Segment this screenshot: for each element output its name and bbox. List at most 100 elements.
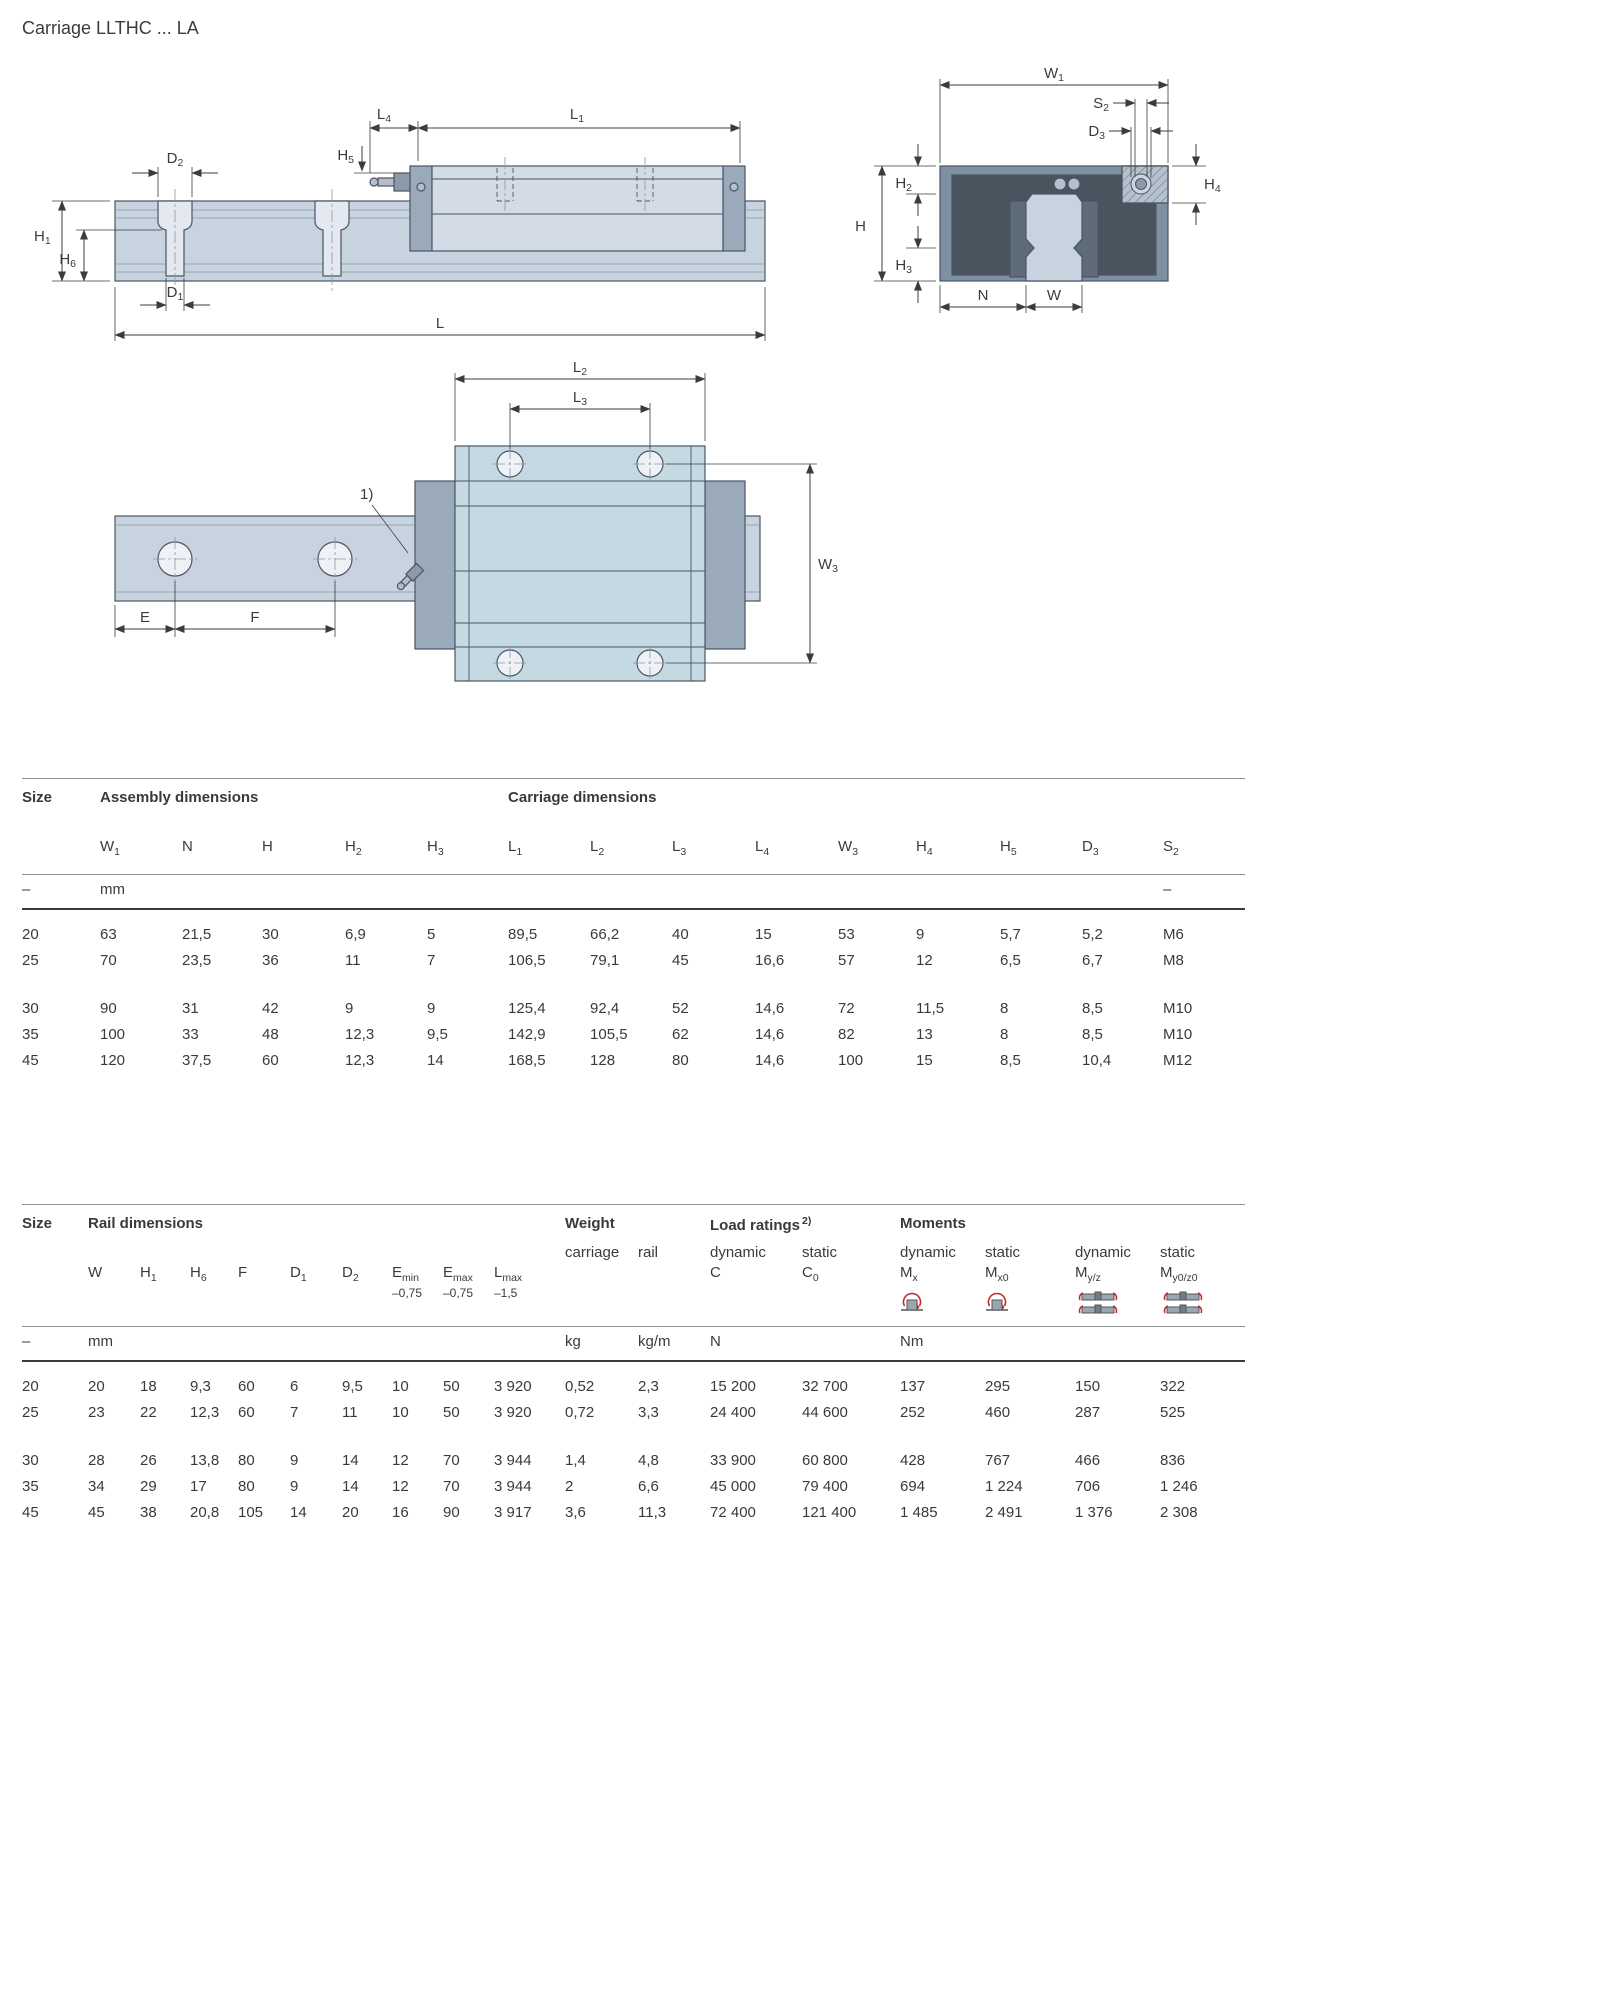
top-stud-icon bbox=[1053, 177, 1067, 191]
value-cell: 24 400 bbox=[710, 1404, 756, 1421]
value-cell: 32 700 bbox=[802, 1378, 848, 1395]
value-cell: 21,5 bbox=[182, 926, 212, 943]
value-cell: 9 bbox=[427, 1000, 436, 1017]
grease-nipple-icon bbox=[369, 172, 411, 192]
dim-label-d1: D1 bbox=[167, 284, 184, 303]
value-cell: 31 bbox=[182, 1000, 199, 1017]
value-cell: 70 bbox=[100, 952, 117, 969]
sub-header-dynamic: dynamic bbox=[710, 1244, 766, 1261]
sub-header-static: static bbox=[802, 1244, 838, 1261]
value-cell: 706 bbox=[1075, 1478, 1101, 1495]
col-header-my0z0: My0/z0 bbox=[1160, 1264, 1198, 1284]
dim-label-w: W bbox=[1047, 287, 1062, 304]
value-cell: 5,2 bbox=[1082, 926, 1103, 943]
size-cell: 45 bbox=[22, 1504, 39, 1521]
value-cell: 120 bbox=[100, 1052, 126, 1069]
value-cell: 33 bbox=[182, 1026, 199, 1043]
moment-mx0-icon bbox=[985, 1290, 1009, 1317]
t2-tolerance-icon-row: –0,75 –0,75 –1,5 bbox=[22, 1284, 1245, 1327]
col-header-l4: L4 bbox=[755, 838, 770, 858]
technical-drawing: D2 L4 L1 H5 H1 H bbox=[34, 65, 1221, 682]
value-cell: 14 bbox=[290, 1504, 307, 1521]
value-cell: 2 491 bbox=[985, 1504, 1023, 1521]
unit-cell: Nm bbox=[900, 1326, 986, 1362]
unit-cell bbox=[262, 874, 345, 910]
value-cell: 60 bbox=[262, 1052, 279, 1069]
rail-weight-load-moments-table: Size Rail dimensions Weight Load ratings… bbox=[22, 1204, 1246, 1526]
value-cell: 79,1 bbox=[590, 952, 620, 969]
value-cell: 14 bbox=[342, 1452, 359, 1469]
value-cell: 1 224 bbox=[985, 1478, 1023, 1495]
dim-label-h: H bbox=[855, 218, 866, 235]
col-header-mx: Mx bbox=[900, 1264, 918, 1284]
value-cell: 45 000 bbox=[710, 1478, 756, 1495]
value-cell: 82 bbox=[838, 1026, 855, 1043]
value-cell: 80 bbox=[238, 1478, 255, 1495]
dim-label-l3: L3 bbox=[573, 389, 587, 408]
value-cell: 23,5 bbox=[182, 952, 212, 969]
col-header-l1: L1 bbox=[508, 838, 523, 858]
unit-cell: – bbox=[1163, 874, 1246, 910]
t1-units-row: –mm– bbox=[22, 874, 1246, 910]
value-cell: 2 bbox=[565, 1478, 574, 1495]
dim-label-f: F bbox=[250, 609, 259, 626]
value-cell: M6 bbox=[1163, 926, 1184, 943]
value-cell: 428 bbox=[900, 1452, 926, 1469]
value-cell: 72 bbox=[838, 1000, 855, 1017]
value-cell: 121 400 bbox=[802, 1504, 857, 1521]
value-cell: 14 bbox=[342, 1478, 359, 1495]
value-cell: M10 bbox=[1163, 1026, 1193, 1043]
size-cell: 30 bbox=[22, 1000, 39, 1017]
value-cell: 50 bbox=[443, 1378, 460, 1395]
value-cell: 9,3 bbox=[190, 1378, 211, 1395]
unit-cell: mm bbox=[88, 1326, 140, 1362]
carriage-bolt-hole bbox=[493, 646, 527, 680]
size-cell: 20 bbox=[22, 1378, 39, 1395]
col-header-d3: D3 bbox=[1082, 838, 1099, 858]
carriage-side bbox=[369, 157, 746, 252]
unit-cell bbox=[916, 874, 1001, 910]
value-cell: 15 bbox=[916, 1052, 933, 1069]
carriage-plan bbox=[396, 445, 746, 682]
value-cell: 105,5 bbox=[590, 1026, 628, 1043]
value-cell: 10 bbox=[392, 1378, 409, 1395]
value-cell: 20,8 bbox=[190, 1504, 220, 1521]
value-cell: 52 bbox=[672, 1000, 689, 1017]
t1-group-header-row: Size Assembly dimensions Carriage dimens… bbox=[22, 778, 1246, 812]
col-header-h2: H2 bbox=[345, 838, 362, 858]
value-cell: 80 bbox=[672, 1052, 689, 1069]
t2-weight-header: Weight bbox=[565, 1204, 710, 1240]
dim-label-e: E bbox=[140, 609, 150, 626]
size-cell: 35 bbox=[22, 1478, 39, 1495]
catalog-page: Carriage LLTHC ... LA bbox=[22, 18, 1246, 1526]
value-cell: 13,8 bbox=[190, 1452, 220, 1469]
value-cell: 836 bbox=[1160, 1452, 1186, 1469]
value-cell: 9 bbox=[290, 1452, 299, 1469]
dim-label-h5: H5 bbox=[337, 147, 354, 166]
value-cell: 90 bbox=[443, 1504, 460, 1521]
assembly-carriage-dimensions-table: Size Assembly dimensions Carriage dimens… bbox=[22, 778, 1246, 1074]
value-cell: 13 bbox=[916, 1026, 933, 1043]
col-header-emin: Emin bbox=[392, 1264, 419, 1284]
footnote-ref-1: 1) bbox=[360, 486, 373, 503]
sub-header-carriage: carriage bbox=[565, 1244, 620, 1261]
value-cell: 42 bbox=[262, 1000, 279, 1017]
value-cell: 22 bbox=[140, 1404, 157, 1421]
dim-label-w3: W3 bbox=[818, 556, 838, 575]
value-cell: 322 bbox=[1160, 1378, 1186, 1395]
dim-label-h6: H6 bbox=[59, 251, 76, 270]
col-header-lmax: Lmax bbox=[494, 1264, 523, 1284]
value-cell: 18 bbox=[140, 1378, 157, 1395]
value-cell: 106,5 bbox=[508, 952, 546, 969]
value-cell: 66,2 bbox=[590, 926, 620, 943]
rail-hole bbox=[153, 537, 197, 581]
value-cell: 50 bbox=[443, 1404, 460, 1421]
value-cell: 20 bbox=[342, 1504, 359, 1521]
t1-symbol-row: W1 N H H2 H3 L1 L2 L3 L4 W3 H4 H5 D3 S2 bbox=[22, 812, 1245, 875]
value-cell: 12,3 bbox=[345, 1052, 375, 1069]
value-cell: 70 bbox=[443, 1452, 460, 1469]
